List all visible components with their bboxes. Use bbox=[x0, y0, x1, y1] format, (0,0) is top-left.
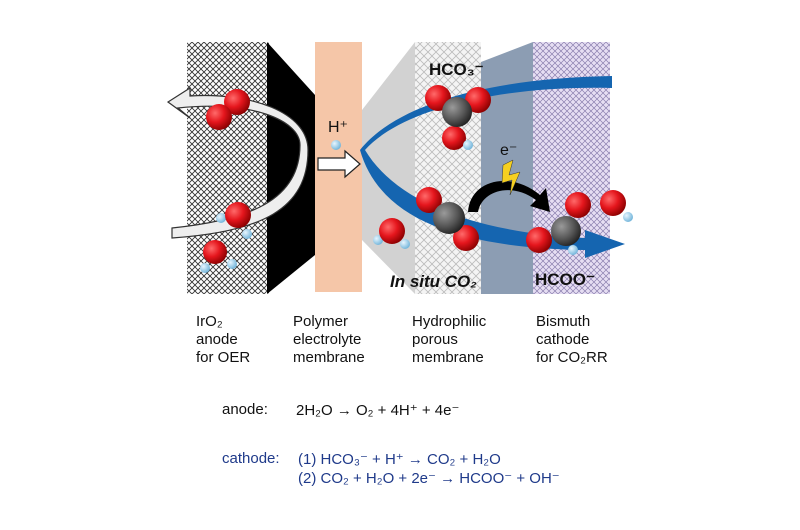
label-line: for CO₂RR bbox=[536, 349, 608, 366]
label-line: Hydrophilic bbox=[412, 313, 487, 330]
anode-equation-label: anode: bbox=[222, 401, 268, 418]
label-line: IrO₂ bbox=[196, 313, 223, 330]
label-line: porous bbox=[412, 331, 458, 348]
porous-layer-label: Hydrophilic porous membrane bbox=[412, 313, 486, 367]
anode-catalyst-wedge bbox=[267, 42, 315, 294]
label-line: Polymer bbox=[293, 313, 349, 330]
bicarbonate-molecule bbox=[425, 85, 491, 150]
label-line: membrane bbox=[293, 349, 365, 366]
anode-layer-label: IrO₂ anode for OER bbox=[196, 313, 250, 367]
anode-layer bbox=[187, 42, 269, 294]
formate-molecule bbox=[526, 192, 591, 255]
cathode-equation-1: (1) HCO₃⁻ + H⁺ → CO₂ + H₂O bbox=[298, 451, 501, 468]
label-line: anode bbox=[196, 331, 238, 348]
hydrophilic-membrane-layer bbox=[415, 42, 481, 294]
lightning-bolt-icon bbox=[501, 159, 521, 196]
membrane-layer-label: Polymer electrolyte membrane bbox=[293, 313, 365, 367]
proton-sphere bbox=[331, 140, 341, 150]
cathode-equation-label: cathode: bbox=[222, 450, 280, 467]
cathode-equation-2: (2) CO₂ + H₂O + 2e⁻ → HCOO⁻ + OH⁻ bbox=[298, 470, 560, 487]
water-molecule bbox=[200, 240, 237, 273]
oxygen-flow-arrow bbox=[166, 86, 309, 239]
formate-label: HCOO⁻ bbox=[535, 270, 595, 289]
electron-label: e⁻ bbox=[500, 142, 517, 159]
water-molecule bbox=[373, 218, 410, 249]
water-molecule bbox=[600, 190, 633, 222]
in-situ-co2-label: In situ CO₂ bbox=[390, 272, 477, 291]
electron-transfer-arrow bbox=[468, 180, 550, 212]
cathode-layer-label: Bismuth cathode for CO₂RR bbox=[536, 313, 608, 367]
water-molecule bbox=[216, 202, 252, 239]
proton-label: H⁺ bbox=[328, 119, 348, 136]
co2-molecule bbox=[416, 187, 479, 251]
label-line: for OER bbox=[196, 349, 251, 366]
label-line: Bismuth bbox=[536, 313, 591, 330]
proton-arrow bbox=[317, 149, 361, 179]
label-line: cathode bbox=[536, 331, 590, 348]
label-line: membrane bbox=[412, 349, 484, 366]
o2-molecule bbox=[206, 89, 250, 130]
anode-equation: 2H₂O → O₂ + 4H⁺ + 4e⁻ bbox=[296, 402, 460, 419]
bicarbonate-label: HCO₃⁻ bbox=[429, 60, 484, 79]
label-line: electrolyte bbox=[293, 331, 362, 348]
